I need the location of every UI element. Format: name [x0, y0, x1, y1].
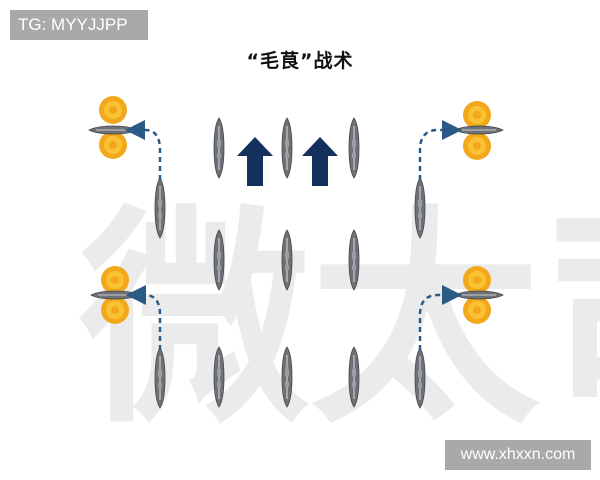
site-watermark-badge: www.xhxxn.com	[445, 440, 591, 470]
warship-icon	[281, 346, 293, 408]
tg-watermark-badge: TG: MYYJJPP	[10, 10, 148, 40]
warship-icon	[348, 117, 360, 179]
warship-icon	[348, 346, 360, 408]
warship-icon	[213, 346, 225, 408]
warship-icon	[154, 347, 166, 409]
mine-icon	[99, 131, 127, 159]
advance-arrows	[237, 137, 338, 186]
warship-icon	[90, 290, 140, 300]
up-arrow-icon	[302, 137, 338, 186]
mine-icon	[463, 101, 491, 129]
warship-icon	[454, 125, 504, 135]
mine-icon	[463, 266, 491, 294]
warship-icon	[348, 229, 360, 291]
warship-icon	[213, 229, 225, 291]
mine-icon	[99, 96, 127, 124]
maneuver-path	[418, 120, 462, 180]
flank-top-left	[88, 96, 166, 239]
mine-icon	[463, 296, 491, 324]
watermark: 微太司	[79, 188, 600, 455]
maneuver-path	[126, 285, 162, 350]
mine-icon	[101, 296, 129, 324]
warship-icon	[88, 125, 138, 135]
warship-icon	[414, 347, 426, 409]
warship-icon	[281, 229, 293, 291]
flank-bottom-right	[414, 266, 504, 409]
diagram-title: “毛茛”战术	[246, 50, 354, 72]
warship-icon	[454, 290, 504, 300]
warship-icon	[281, 117, 293, 179]
mine-icon	[101, 266, 129, 294]
mine-icon	[463, 132, 491, 160]
warship-icon	[213, 117, 225, 179]
maneuver-path	[418, 285, 462, 350]
maneuver-path	[125, 120, 162, 180]
warship-icon	[414, 177, 426, 239]
warship-icon	[154, 177, 166, 239]
flank-bottom-left	[90, 266, 166, 409]
flank-top-right	[414, 101, 504, 239]
up-arrow-icon	[237, 137, 273, 186]
